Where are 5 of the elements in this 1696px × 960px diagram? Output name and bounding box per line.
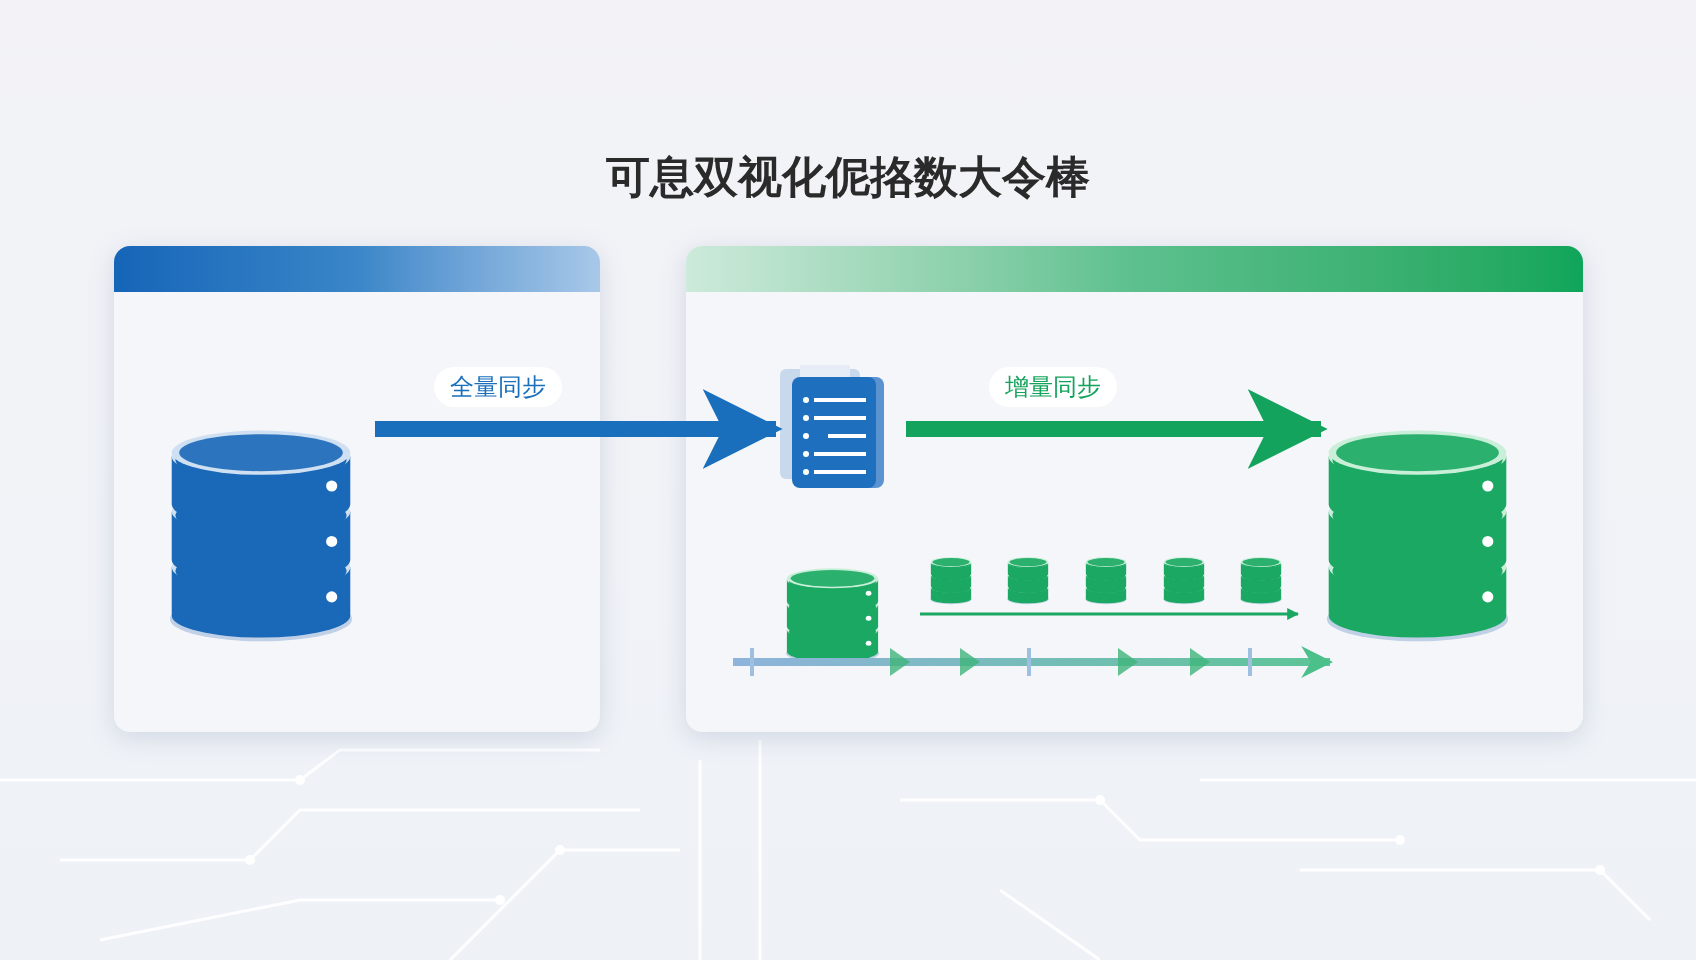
title: 可息双视化伲挌数大令棒 — [605, 150, 1091, 204]
arrow — [906, 389, 1328, 469]
arrow — [375, 389, 783, 469]
edge-label: 增量同步 — [989, 367, 1117, 407]
edge-label: 全量同步 — [434, 367, 562, 407]
